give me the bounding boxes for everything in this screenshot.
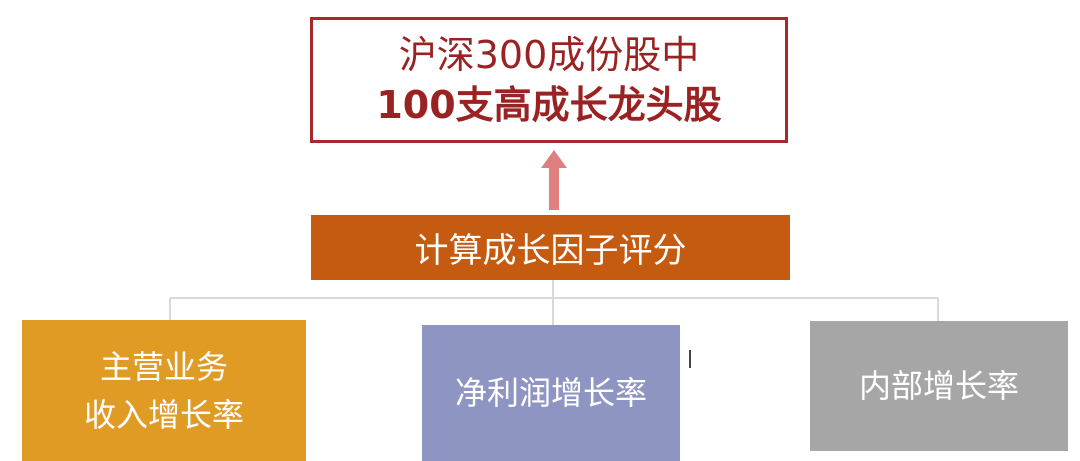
factor-net-profit-growth: 净利润增长率 [422,325,680,461]
text-cursor-mark [689,350,691,368]
growth-factor-score-bar: 计算成长因子评分 [311,215,790,280]
result-box: 沪深300成份股中 100支高成长龙头股 [310,17,788,143]
result-line-1: 沪深300成份股中 [398,33,700,77]
result-line-2: 100支高成长龙头股 [376,83,722,127]
factor-revenue-line-2: 收入增长率 [83,395,244,434]
up-arrow-icon [541,150,567,210]
factor-internal-label: 内部增长率 [858,367,1019,405]
factor-internal-growth: 内部增长率 [810,321,1068,451]
factor-net-profit-label: 净利润增长率 [454,374,647,412]
score-bar-label: 计算成长因子评分 [414,231,687,271]
factor-revenue-growth: 主营业务 收入增长率 [22,320,306,461]
factor-revenue-line-1: 主营业务 [99,347,228,386]
